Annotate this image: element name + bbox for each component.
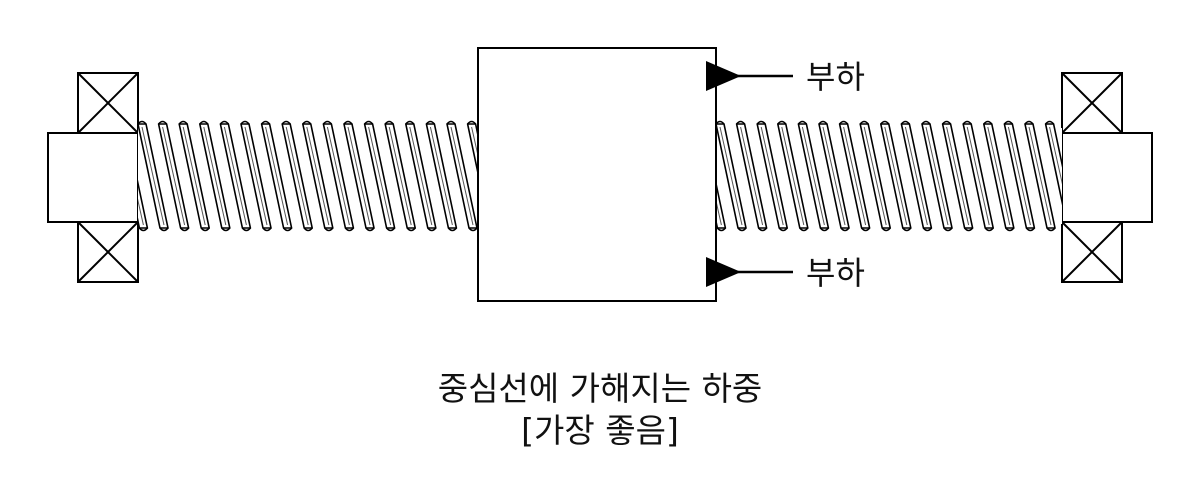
right-shaft-end: [1061, 132, 1153, 223]
screw-thread-right: [716, 120, 1062, 232]
caption: 중심선에 가해지는 하중 [가장 좋음]: [0, 368, 1200, 452]
caption-line-2: [가장 좋음]: [521, 411, 679, 450]
left-bearing: [47, 72, 139, 283]
ball-nut: [477, 47, 717, 302]
load-label-top: 부하: [806, 58, 865, 96]
load-label-bottom: 부하: [806, 254, 865, 292]
screw-thread-left: [138, 120, 478, 232]
left-shaft-end: [47, 132, 139, 223]
right-bearing: [1061, 72, 1153, 283]
caption-line-1: 중심선에 가해지는 하중: [437, 369, 763, 408]
